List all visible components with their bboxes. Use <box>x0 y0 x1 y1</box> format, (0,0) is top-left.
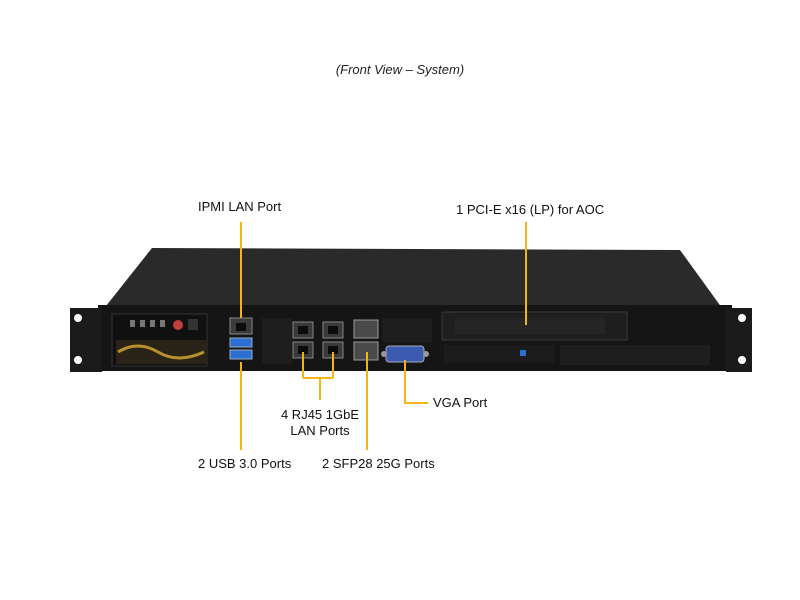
ipmi-lan-port-label: IPMI LAN Port <box>198 199 282 214</box>
usb-ports <box>229 337 253 360</box>
rj45-lan-ports <box>292 321 344 359</box>
chassis-top <box>106 248 722 308</box>
power-button-icon <box>173 320 183 330</box>
pcie-slot-label: 1 PCI-E x16 (LP) for AOC <box>456 202 605 217</box>
sfp28-ports-label: 2 SFP28 25G Ports <box>322 456 435 471</box>
rj45-lan-ports-label: 4 RJ45 1GbE LAN Ports <box>262 407 378 439</box>
vga-port <box>381 345 429 363</box>
vent-grille <box>262 318 710 365</box>
rj45-label-line1: 4 RJ45 1GbE <box>280 407 360 422</box>
control-panel <box>111 313 208 367</box>
sfp28-ports <box>353 319 379 361</box>
figure-caption: (Front View – System) <box>335 62 465 77</box>
rack-ear-right <box>726 308 752 372</box>
usb-ports-label: 2 USB 3.0 Ports <box>198 456 292 471</box>
vga-port-label: VGA Port <box>433 395 488 410</box>
rj45-label-line2: LAN Ports <box>290 423 350 438</box>
pcie-slot <box>441 311 628 363</box>
callout-leader-lines <box>240 222 527 450</box>
